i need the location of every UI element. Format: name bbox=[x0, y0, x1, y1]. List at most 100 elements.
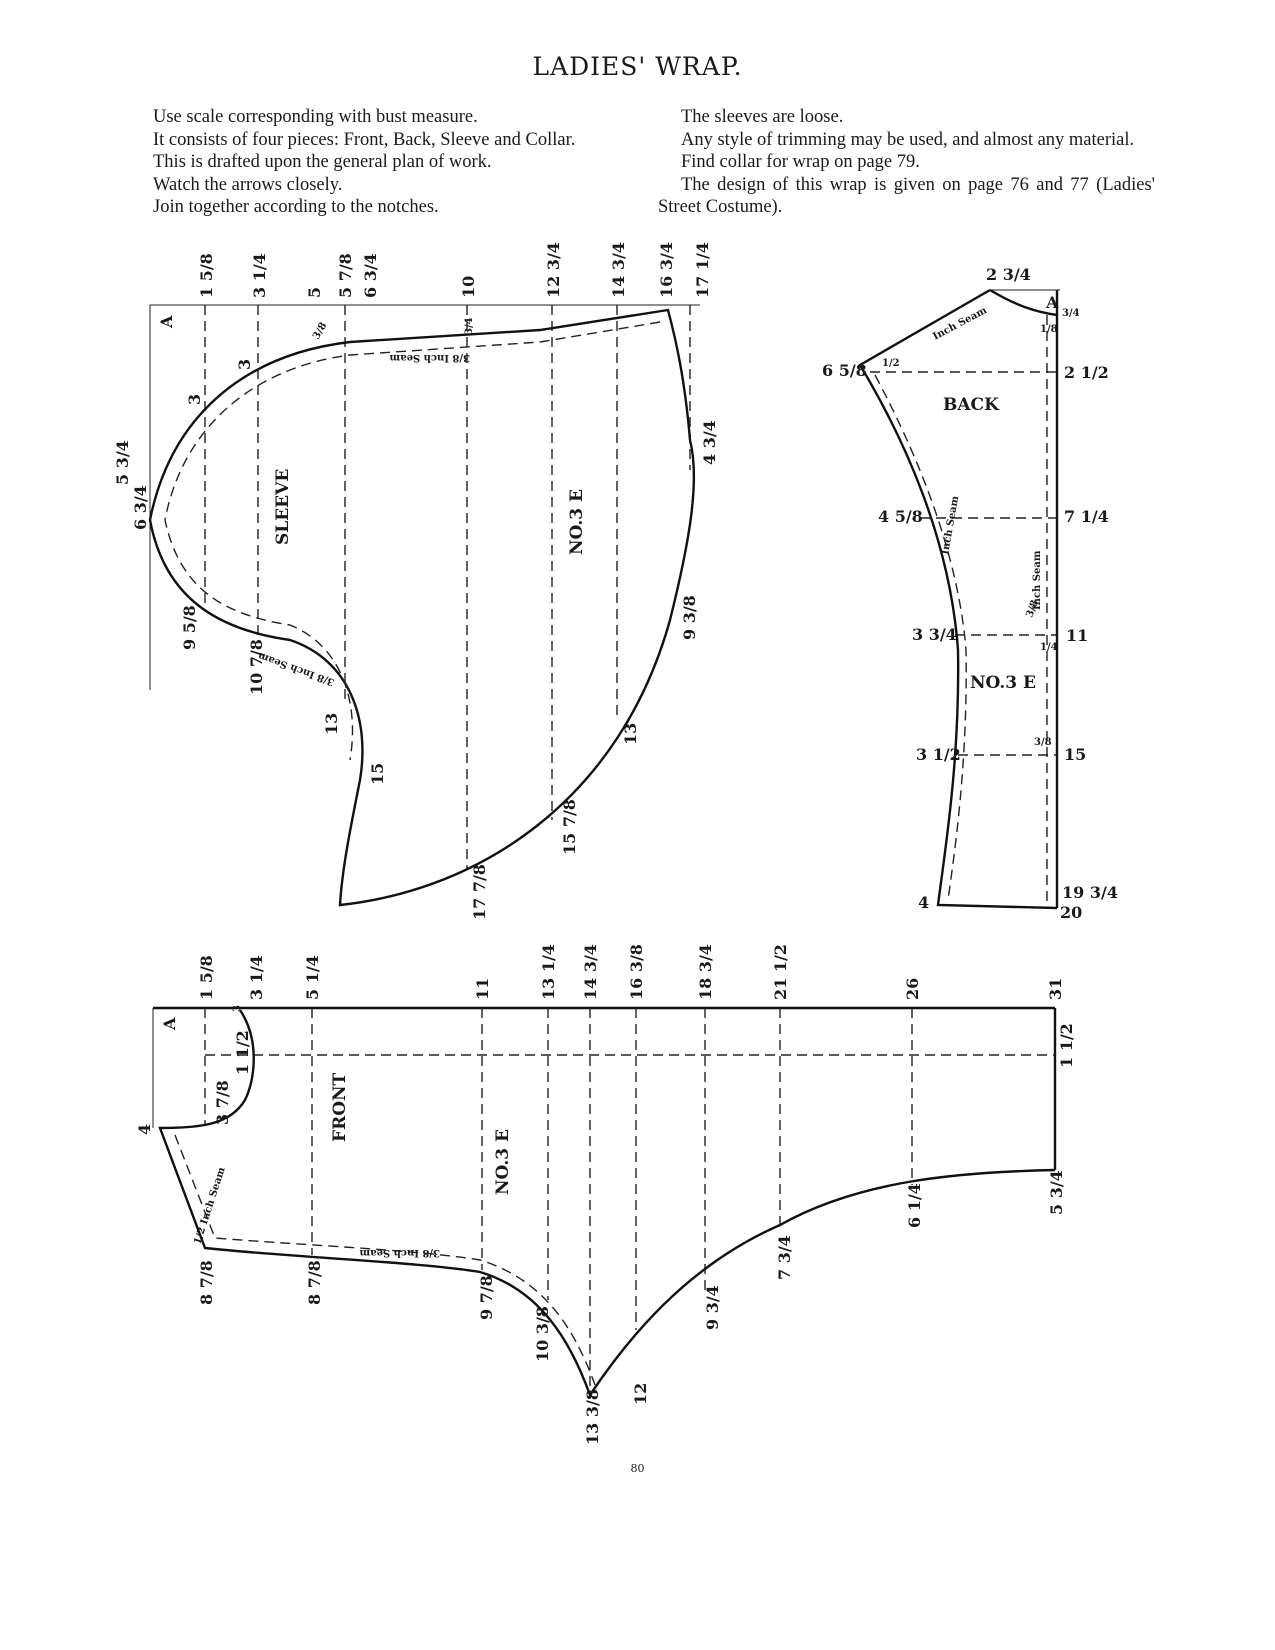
measure-label: 13 bbox=[621, 723, 640, 745]
measure-label: 16 3/4 bbox=[657, 242, 676, 298]
measure-label: 15 bbox=[1064, 745, 1086, 764]
front-other-marks: 3 1 1/2 3 7/8 4 1 1/2 8 7/8 8 7/8 9 7/8 … bbox=[135, 1005, 1076, 1445]
measure-label: 15 bbox=[368, 763, 387, 785]
seam-label: 3/8 Inch Seam bbox=[256, 650, 336, 688]
measure-label: 16 3/8 bbox=[627, 944, 646, 1000]
measure-label: 4 3/4 bbox=[700, 420, 719, 465]
measure-label: 17 1/4 bbox=[693, 242, 712, 298]
measure-label: 5 1/4 bbox=[303, 955, 322, 1000]
measure-label: 3 bbox=[235, 359, 254, 370]
front-guide-lines bbox=[204, 1008, 913, 1390]
measure-label: 3/8 bbox=[311, 321, 329, 342]
seam-label: Inch Seam bbox=[940, 495, 961, 556]
measure-label: 1/8 bbox=[1040, 324, 1058, 335]
front-scale-label: NO.3 E bbox=[493, 1129, 513, 1195]
measure-label: 4 bbox=[135, 1124, 154, 1135]
instruction: The sleeves are loose. bbox=[681, 107, 844, 127]
sleeve-top-marks: A 1 5/8 3 1/4 5 5 7/8 6 3/4 10 12 3/4 14… bbox=[157, 242, 712, 329]
measure-label: 14 3/4 bbox=[609, 242, 628, 298]
front-pattern: FRONT NO.3 E 3/8 Inch Seam 1/2 Inch Seam… bbox=[135, 944, 1076, 1445]
measure-label: 3/4 bbox=[464, 317, 475, 335]
front-top-marks: A 1 5/8 3 1/4 5 1/4 11 13 1/4 14 3/4 16 … bbox=[160, 944, 1065, 1031]
measure-label: 26 bbox=[903, 978, 922, 1000]
instructions-right: The sleeves are loose. Any style of trim… bbox=[658, 106, 1155, 219]
measure-label: 18 3/4 bbox=[696, 944, 715, 1000]
measure-label: 3 1/2 bbox=[916, 745, 961, 764]
measure-label: 1/2 bbox=[882, 358, 900, 369]
measure-label: 14 3/4 bbox=[581, 944, 600, 1000]
seam-label: Inch Seam bbox=[1032, 550, 1043, 610]
sleeve-pattern: SLEEVE NO.3 E 3/8 Inch Seam 3/8 Inch Sea… bbox=[113, 242, 719, 920]
measure-label: 20 bbox=[1060, 903, 1082, 922]
measure-label: 6 3/4 bbox=[131, 485, 150, 530]
measure-label: 3/8 bbox=[1034, 737, 1052, 748]
back-seam-line bbox=[874, 374, 967, 901]
measure-label: 2 3/4 bbox=[986, 265, 1031, 284]
measure-label: 4 bbox=[918, 893, 929, 912]
measure-label: 3/8 bbox=[1024, 599, 1040, 619]
front-seam-line bbox=[174, 1134, 596, 1386]
seam-label: 1/2 Inch Seam bbox=[192, 1166, 227, 1246]
instruction: The design of this wrap is given on page… bbox=[658, 174, 1155, 218]
measure-label: 17 7/8 bbox=[470, 864, 489, 920]
measure-label: 9 5/8 bbox=[180, 605, 199, 650]
measure-label: 11 bbox=[1066, 626, 1088, 645]
measure-label: 2 1/2 bbox=[1064, 363, 1109, 382]
instruction: Join together according to the notches. bbox=[153, 197, 439, 217]
measure-label: 13 3/8 bbox=[583, 1389, 602, 1445]
measure-label: 3 7/8 bbox=[213, 1080, 232, 1125]
page-number: 80 bbox=[630, 1462, 645, 1475]
measure-label: 31 bbox=[1046, 978, 1065, 1000]
instruction: Find collar for wrap on page 79. bbox=[681, 152, 920, 172]
measure-label: 10 bbox=[459, 276, 478, 298]
instructions-left: Use scale corresponding with bust measur… bbox=[130, 106, 613, 219]
measure-label: 7 3/4 bbox=[775, 1235, 794, 1280]
back-scale-label: NO.3 E bbox=[970, 673, 1036, 693]
measure-label: 3 1/4 bbox=[250, 253, 269, 298]
measure-label: 15 7/8 bbox=[560, 799, 579, 855]
front-label: FRONT bbox=[330, 1072, 350, 1142]
measure-label: A bbox=[157, 315, 176, 329]
seam-label: 3/8 Inch Seam bbox=[359, 1247, 440, 1258]
measure-label: 3 bbox=[185, 394, 204, 405]
measure-label: 8 7/8 bbox=[197, 1260, 216, 1305]
measure-label: 10 3/8 bbox=[533, 1306, 552, 1362]
measure-label: 9 7/8 bbox=[477, 1275, 496, 1320]
front-outline bbox=[158, 1009, 1056, 1398]
measure-label: 8 7/8 bbox=[305, 1260, 324, 1305]
measure-label: 6 3/4 bbox=[361, 253, 380, 298]
measure-label: 10 7/8 bbox=[247, 639, 266, 695]
measure-label: 6 5/8 bbox=[822, 361, 867, 380]
sleeve-scale-label: NO.3 E bbox=[567, 489, 587, 555]
instruction: Watch the arrows closely. bbox=[153, 174, 343, 195]
measure-label: 5 bbox=[305, 287, 324, 298]
measure-label: 7 1/4 bbox=[1064, 507, 1109, 526]
measure-label: 1 1/2 bbox=[233, 1030, 252, 1075]
measure-label: 21 1/2 bbox=[771, 944, 790, 1000]
measure-label: 11 bbox=[473, 978, 492, 1000]
instruction: Any style of trimming may be used, and a… bbox=[681, 129, 1135, 150]
measure-label: 13 1/4 bbox=[539, 944, 558, 1000]
instruction: Use scale corresponding with bust measur… bbox=[153, 107, 478, 127]
back-label: BACK bbox=[943, 395, 1000, 415]
measure-label: A bbox=[1045, 293, 1059, 312]
sleeve-other-marks: 3 3 6 3/4 5 3/4 4 3/4 9 5/8 10 7/8 9 3/8… bbox=[113, 317, 719, 920]
sleeve-seam-line bbox=[164, 321, 661, 761]
sleeve-outline bbox=[148, 308, 696, 907]
measure-label: 6 1/4 bbox=[905, 1183, 924, 1228]
measure-label: 5 3/4 bbox=[1047, 1170, 1066, 1215]
page-title: LADIES' WRAP. bbox=[532, 52, 743, 81]
seam-label: 3/8 Inch Seam bbox=[389, 352, 470, 363]
measure-label: A bbox=[160, 1017, 179, 1031]
measure-label: 1 5/8 bbox=[197, 253, 216, 298]
measure-label: 3/4 bbox=[1062, 308, 1080, 319]
back-guide-lines bbox=[870, 315, 1057, 905]
measure-label: 12 bbox=[631, 1383, 650, 1405]
instruction: This is drafted upon the general plan of… bbox=[153, 152, 492, 172]
measure-label: 3 bbox=[232, 1005, 243, 1012]
instruction: It consists of four pieces: Front, Back,… bbox=[153, 129, 576, 150]
measure-label: 1/4 bbox=[1040, 642, 1058, 653]
back-outline bbox=[858, 288, 1058, 910]
seam-label: Inch Seam bbox=[931, 305, 989, 343]
